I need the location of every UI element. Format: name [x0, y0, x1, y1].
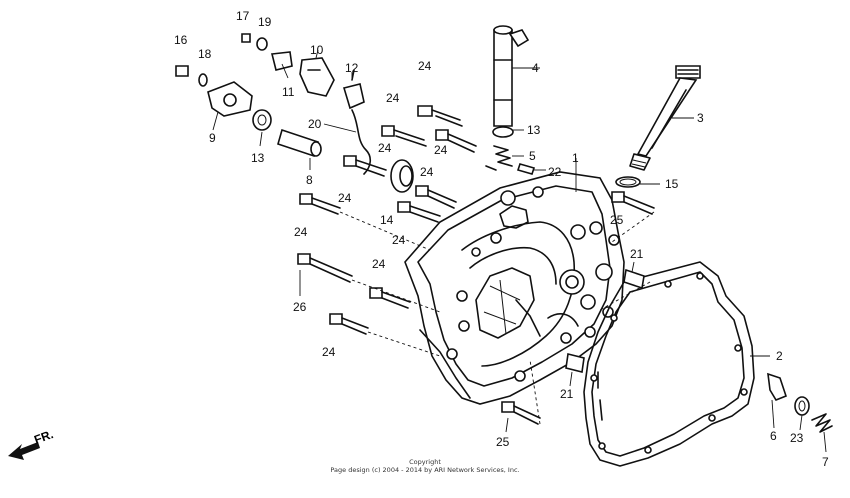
dowel [565, 353, 585, 373]
callout-24: 24 [372, 257, 386, 271]
callout-10: 10 [310, 43, 324, 57]
arm-plate [207, 81, 253, 117]
callout-26: 26 [293, 300, 307, 314]
bolt-long [297, 253, 353, 283]
callout-22: 22 [548, 165, 562, 179]
callout-24: 24 [386, 91, 400, 105]
switch [342, 69, 365, 110]
callout-3: 3 [697, 111, 704, 125]
spring-7 [811, 413, 833, 433]
callout-7: 7 [822, 455, 829, 469]
callout-19: 19 [258, 15, 272, 29]
oil-filler-dipstick [629, 65, 701, 171]
callout-24: 24 [418, 59, 432, 73]
callout-15: 15 [665, 177, 679, 191]
copyright-notice: Copyright Page design (c) 2004 - 2014 by… [0, 458, 850, 474]
copyright-line-1: Copyright [409, 458, 441, 466]
shift-shaft [492, 25, 530, 138]
callout-24: 24 [392, 233, 406, 247]
bearing-13a [252, 109, 272, 131]
washer-18 [198, 73, 208, 87]
callout-24: 24 [420, 165, 434, 179]
bolt [343, 155, 387, 177]
o-ring [615, 176, 641, 188]
callout-2: 2 [776, 349, 783, 363]
crankcase-cover [404, 171, 625, 405]
callout-21: 21 [630, 247, 644, 261]
copyright-line-2: Page design (c) 2004 - 2014 by ARI Netwo… [330, 466, 520, 474]
callout-23: 23 [790, 431, 804, 445]
callout-6: 6 [770, 429, 777, 443]
callout-labels: 17 19 16 18 10 11 12 9 13 20 8 24 24 24 … [174, 9, 829, 469]
callout-24: 24 [378, 141, 392, 155]
bolt [299, 193, 341, 215]
spring [485, 145, 513, 171]
callout-25: 25 [496, 435, 510, 449]
callout-16: 16 [174, 33, 188, 47]
callout-25: 25 [610, 213, 624, 227]
gasket [583, 261, 755, 467]
callout-17: 17 [236, 9, 250, 23]
front-direction-arrow-icon [8, 442, 40, 460]
callout-14: 14 [380, 213, 394, 227]
callout-20: 20 [308, 117, 322, 131]
callout-9: 9 [209, 131, 216, 145]
screw-17 [241, 33, 251, 43]
bolt-25 [501, 401, 541, 425]
bracket [299, 57, 335, 97]
oil-seal [390, 159, 414, 193]
dowel-pin-8 [277, 128, 322, 158]
callout-24: 24 [294, 225, 308, 239]
washer-19 [256, 37, 268, 51]
callout-11: 11 [282, 85, 295, 99]
bolt [329, 313, 369, 335]
bolt [415, 185, 457, 209]
bolt [397, 201, 441, 223]
bolt [381, 125, 427, 147]
bolt [369, 287, 411, 309]
callout-13: 13 [527, 123, 541, 137]
callout-1: 1 [572, 151, 579, 165]
pin [516, 163, 536, 175]
callout-8: 8 [306, 173, 313, 187]
callout-5: 5 [529, 149, 536, 163]
dowel [623, 268, 645, 290]
bolt-25 [611, 191, 655, 215]
bolt [435, 129, 477, 153]
wire [351, 109, 372, 175]
clip [271, 51, 293, 71]
callout-24: 24 [322, 345, 336, 359]
callout-24: 24 [434, 143, 448, 157]
callout-24: 24 [338, 191, 352, 205]
fitting [767, 372, 787, 401]
callout-21: 21 [560, 387, 574, 401]
screw-16 [175, 65, 189, 77]
callout-18: 18 [198, 47, 212, 61]
callout-13: 13 [251, 151, 265, 165]
callout-4: 4 [532, 61, 539, 75]
callout-12: 12 [345, 61, 359, 75]
bolt [417, 105, 463, 127]
washer-23 [794, 396, 810, 416]
leader-lines [212, 49, 827, 453]
